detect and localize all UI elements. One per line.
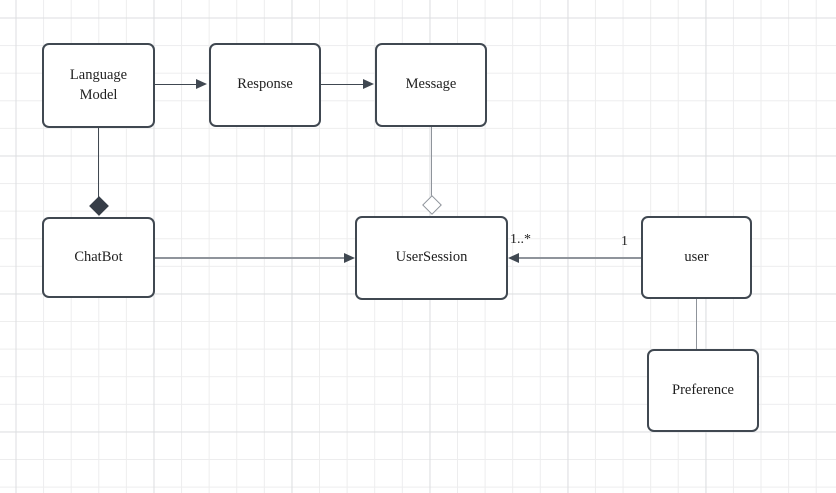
node-response[interactable]: Response — [209, 43, 321, 127]
node-label: Response — [237, 76, 293, 93]
composition-diamond-icon — [88, 196, 109, 216]
edge-user-preference[interactable] — [695, 299, 698, 349]
multiplicity-label-source[interactable]: 1 — [621, 234, 628, 249]
edge-user-user-session[interactable] — [519, 257, 641, 259]
node-label: Language Model — [69, 66, 128, 103]
node-language-model[interactable]: Language Model — [42, 43, 155, 128]
node-preference[interactable]: Preference — [647, 349, 759, 432]
node-message[interactable]: Message — [375, 43, 487, 127]
multiplicity-label-target[interactable]: 1..* — [510, 232, 531, 247]
node-chatbot[interactable]: ChatBot — [42, 217, 155, 298]
arrowhead-right-icon — [363, 79, 374, 90]
edge-language-model-chatbot[interactable] — [97, 128, 100, 198]
edge-response-message[interactable] — [321, 83, 364, 86]
node-user-session[interactable]: UserSession — [355, 216, 508, 300]
arrowhead-right-icon — [196, 79, 207, 90]
node-label: Preference — [672, 381, 734, 398]
edge-message-user-session[interactable] — [430, 127, 433, 197]
node-label: Message — [405, 76, 457, 93]
node-label: ChatBot — [74, 248, 123, 265]
edge-chatbot-user-session[interactable] — [155, 257, 345, 259]
node-label: UserSession — [395, 249, 468, 266]
node-label: user — [684, 248, 709, 265]
edge-language-model-response[interactable] — [155, 83, 197, 86]
node-user[interactable]: user — [641, 216, 752, 299]
arrowhead-right-icon — [344, 253, 355, 264]
aggregation-diamond-icon — [421, 195, 442, 215]
arrowhead-left-icon — [508, 253, 519, 264]
